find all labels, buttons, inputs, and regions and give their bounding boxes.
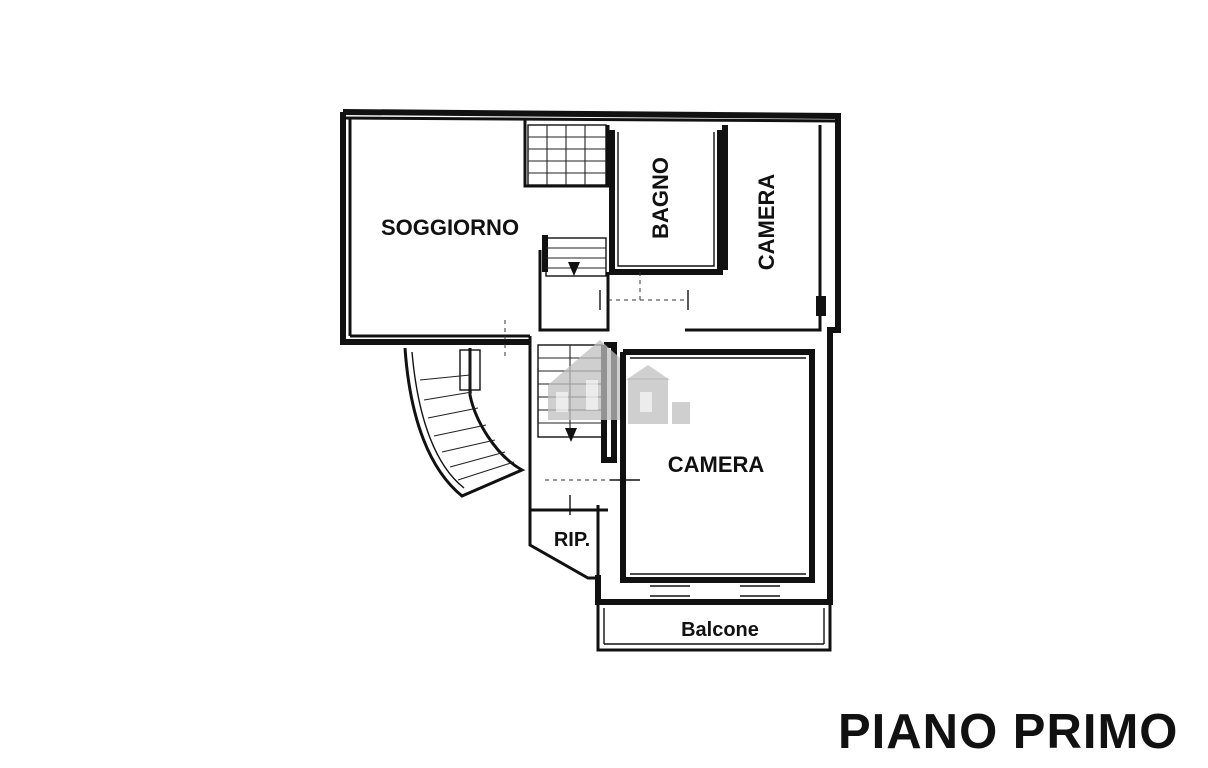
door-markers bbox=[504, 272, 689, 515]
room-label-camera-top: CAMERA bbox=[754, 174, 779, 271]
floor-title: PIANO PRIMO bbox=[838, 705, 1179, 759]
room-label-soggiorno: SOGGIORNO bbox=[381, 215, 519, 240]
room-label-bagno: BAGNO bbox=[648, 157, 673, 239]
room-label-camera-main: CAMERA bbox=[668, 452, 765, 477]
watermark-house-icon bbox=[548, 340, 690, 424]
interior-walls bbox=[523, 120, 832, 652]
window-markers bbox=[650, 296, 826, 597]
stair-middle bbox=[545, 237, 607, 277]
stair-top bbox=[527, 124, 607, 186]
room-label-rip: RIP. bbox=[554, 529, 590, 551]
room-label-balcone: Balcone bbox=[681, 619, 759, 641]
stair-spiral bbox=[403, 347, 526, 498]
